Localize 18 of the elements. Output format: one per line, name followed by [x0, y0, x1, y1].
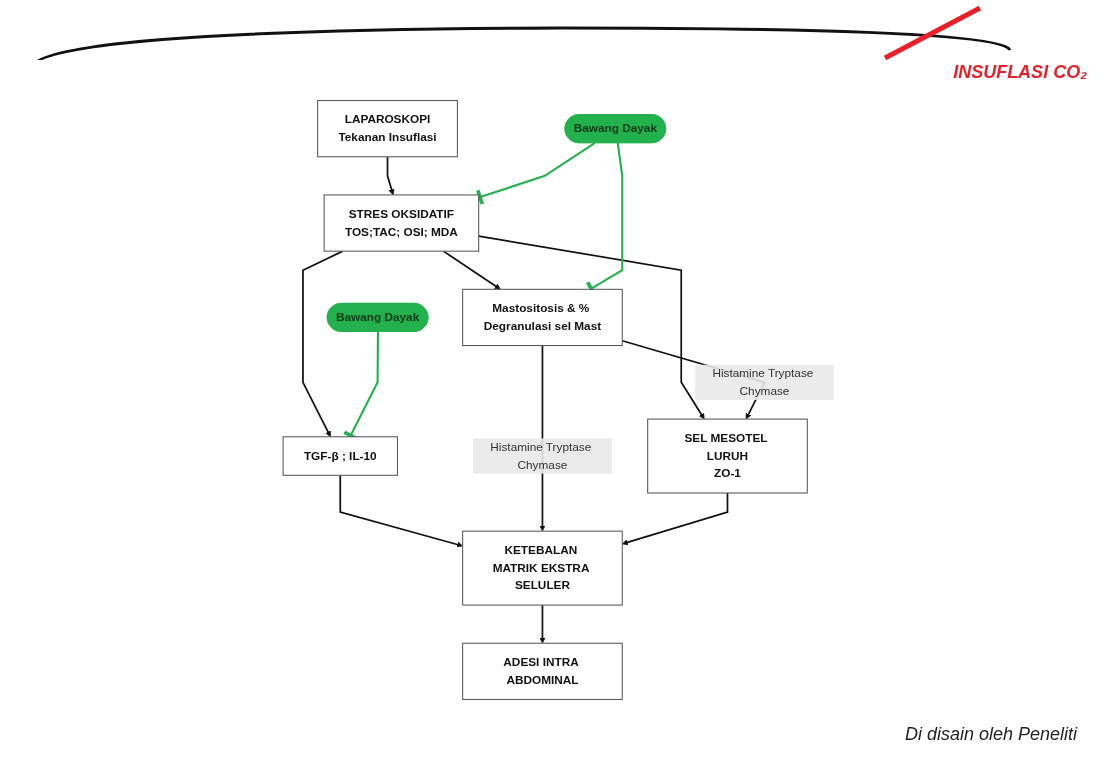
arrow	[539, 604, 546, 644]
connector	[475, 142, 596, 206]
node-box: KETEBALAN MATRIK EKSTRA SELULER	[462, 530, 623, 606]
arrow	[442, 250, 501, 290]
node-box: LAPAROSKOPI Tekanan Insuflasi	[317, 100, 458, 158]
arrow	[622, 492, 729, 546]
edge-label: Histamine Tryptase Chymase	[712, 366, 814, 398]
node-box: TGF-β ; IL-10	[282, 436, 398, 476]
crossed-out-label: INSUFLASI CO₂	[953, 62, 1087, 82]
arrow	[339, 474, 463, 548]
arrow	[386, 155, 395, 196]
node-box: STRES OKSIDATIF TOS;TAC; OSI; MDA	[323, 194, 480, 252]
edge-label: Histamine Tryptase Chymase	[490, 440, 592, 472]
node-box: Mastositosis & % Degranulasi sel Mast	[462, 288, 623, 347]
node-box: SEL MESOTEL LURUH ZO-1	[647, 418, 808, 494]
arrow	[302, 250, 344, 438]
caption: Di disain oleh Peneliti	[904, 724, 1077, 745]
node-box: ADESI INTRA ABDOMINAL	[462, 642, 623, 700]
